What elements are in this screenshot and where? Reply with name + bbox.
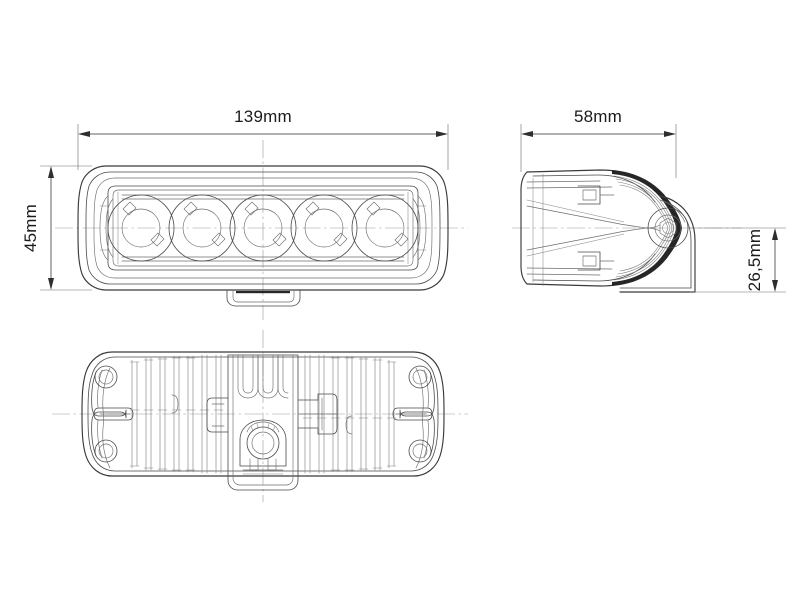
led-reflector-1	[107, 194, 175, 262]
rear-right-mount	[392, 365, 435, 469]
dimension-label-width: 139mm	[234, 107, 292, 126]
dimension-26-5mm: 26,5mm	[690, 227, 786, 293]
dimension-label-depth: 58mm	[574, 107, 622, 126]
dimension-139mm: 139mm	[77, 107, 449, 170]
led-reflector-3	[229, 194, 297, 262]
dimension-45mm: 45mm	[21, 165, 92, 291]
side-upper-clip	[577, 185, 615, 205]
front-view	[77, 165, 449, 307]
front-bottom-tab	[226, 289, 301, 307]
led-reflector-2	[168, 194, 236, 262]
dimension-label-height: 45mm	[21, 204, 40, 252]
rear-left-mount	[91, 365, 134, 469]
side-lower-clip	[577, 251, 615, 271]
rear-center-bracket	[206, 354, 338, 491]
led-reflector-4	[290, 194, 358, 262]
led-reflector-5	[351, 194, 419, 262]
rear-fins-left	[129, 354, 224, 474]
side-mounting-bracket	[619, 195, 696, 293]
rear-view	[81, 351, 445, 491]
dimension-label-bracket-height: 26,5mm	[745, 229, 764, 292]
side-view	[520, 169, 696, 293]
cable-gland	[239, 419, 287, 475]
dimension-58mm: 58mm	[520, 107, 677, 178]
side-heatsink-fins	[612, 170, 682, 286]
